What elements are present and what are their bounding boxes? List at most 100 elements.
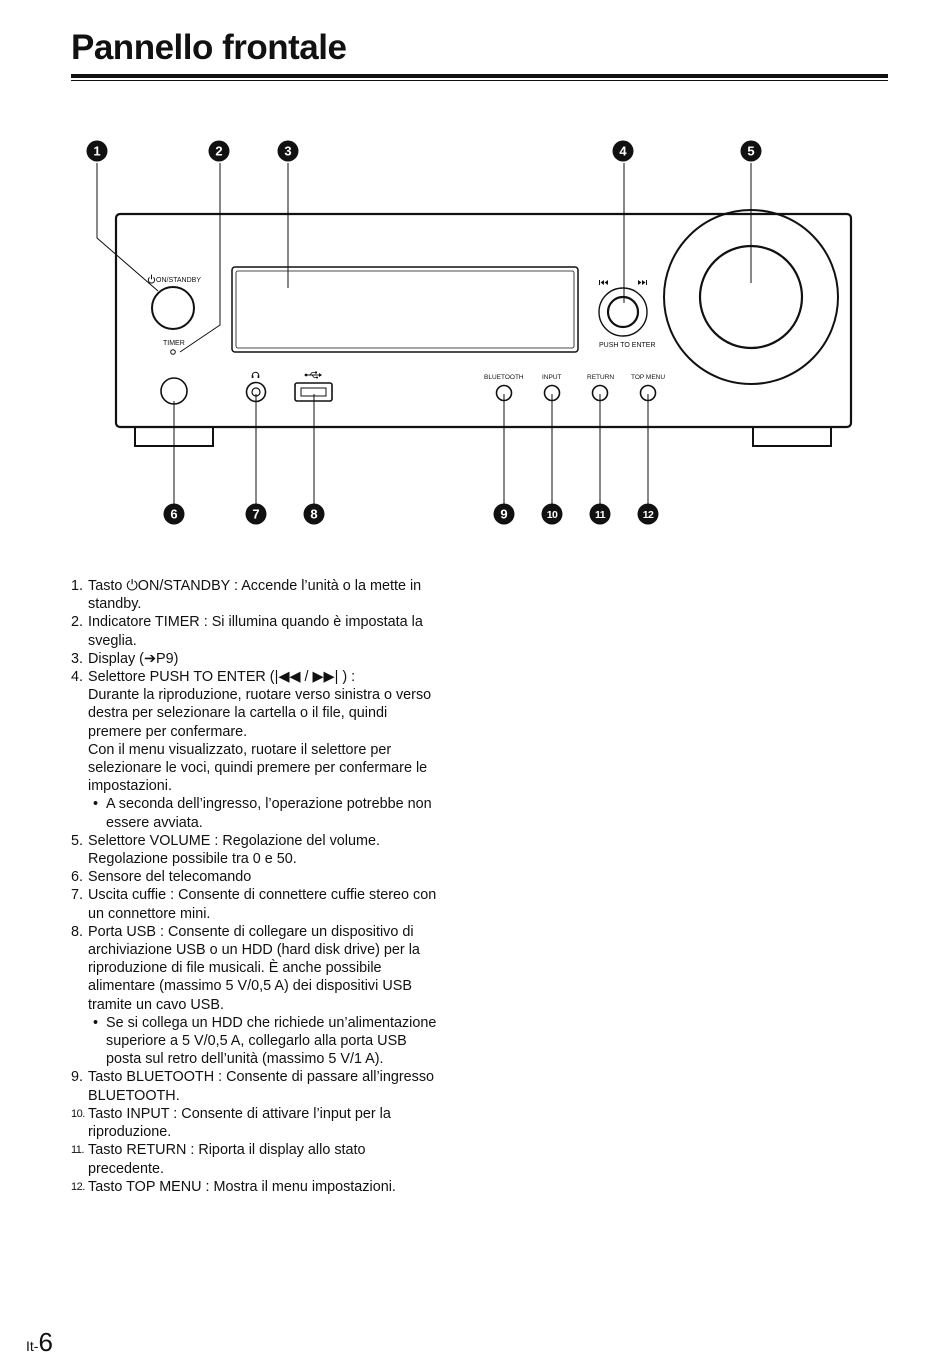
svg-text:11: 11 [595,509,606,521]
skip-back-icon [599,280,608,285]
push-to-enter-label: PUSH TO ENTER [599,342,656,349]
svg-text:3: 3 [284,144,291,159]
item-text-line: premere per confermare. [88,723,248,740]
item-note-line: A seconda dell’ingresso, l’operazione po… [106,796,432,813]
item-text-line: riproduzione. [88,1124,172,1141]
callout-8: 8 [303,503,325,525]
callout-11: 11 [589,503,611,525]
item-number: 6. [71,869,84,886]
item-text-line: Regolazione possibile tra 0 e 50. [88,851,297,868]
remote-sensor [160,377,188,405]
description-item: 4.Selettore PUSH TO ENTER (|◀◀ / ▶▶| ) :… [71,668,471,832]
item-text-line: Selettore VOLUME : Regolazione del volum… [88,832,380,849]
input-label: INPUT [542,374,562,381]
item-note-line: superiore a 5 V/0,5 A, collegarlo alla p… [106,1033,407,1050]
page-footer: It-6 [26,1327,53,1358]
page-number: 6 [38,1327,53,1357]
description-item: 12.Tasto TOP MENU : Mostra il menu impos… [71,1178,471,1196]
item-number: 8. [71,923,84,940]
item-text-line: Con il menu visualizzato, ruotare il sel… [88,741,392,758]
power-icon [147,274,156,284]
item-note-line: essere avviata. [106,814,203,831]
item-text-line: alimentare (massimo 5 V/0,5 A) dei dispo… [88,978,412,995]
callout-4: 4 [612,140,634,162]
item-text-line: destra per selezionare la cartella o il … [88,705,388,722]
callout-12: 12 [637,503,659,525]
item-text-line: Tasto INPUT : Consente di attivare l’inp… [88,1105,391,1122]
svg-text:12: 12 [643,509,654,521]
leader-lines [96,163,752,504]
headphone-icon [251,371,260,378]
item-text-line: Sensore del telecomando [88,869,252,886]
page-title: Pannello frontale [71,28,347,67]
item-text-line: selezionare le voci, quindi premere per … [88,760,428,777]
bullet-icon: • [93,1014,99,1031]
description-list: 1.Tasto ⏻ON/STANDBY : Accende l’unità o … [71,577,471,1196]
description-item: 5.Selettore VOLUME : Regolazione del vol… [71,832,471,868]
item-number: 1. [71,578,84,594]
item-text-line: standby. [88,596,142,613]
item-note: •A seconda dell’ingresso, l’operazione p… [88,795,471,831]
item-text-line: archiviazione USB o un HDD (hard disk dr… [88,942,420,959]
item-number: 3. [71,650,84,667]
on-standby-button[interactable] [151,286,195,330]
title-rule-thin [71,80,888,81]
push-to-enter-ring [598,287,648,337]
item-text-line: riproduzione di file musicali. È anche p… [88,960,382,977]
right-foot [752,426,832,447]
description-item: 9.Tasto BLUETOOTH : Consente di passare … [71,1068,471,1104]
title-rule [71,74,888,78]
svg-text:2: 2 [215,144,222,159]
svg-text:1: 1 [93,144,100,159]
display-window-inner [235,270,575,349]
item-note-line: Se si collega un HDD che richiede un’ali… [106,1014,437,1031]
on-standby-label: ON/STANDBY [156,277,201,284]
description-item: 3.Display (➔P9) [71,650,471,668]
receiver-chassis [114,212,853,429]
item-text-line: impostazioni. [88,778,172,795]
bluetooth-label: BLUETOOTH [484,374,524,381]
svg-text:9: 9 [500,507,507,522]
svg-text:10: 10 [547,509,558,521]
item-number: 11. [71,1144,84,1157]
callout-9: 9 [493,503,515,525]
item-text-line: Tasto RETURN : Riporta il display allo s… [88,1142,366,1159]
callout-7: 7 [245,503,267,525]
front-panel-diagram: ON/STANDBY TIMER PUSH TO ENTER BL [86,140,853,525]
description-item: 10.Tasto INPUT : Consente di attivare l’… [71,1105,471,1141]
description-item: 1.Tasto ⏻ON/STANDBY : Accende l’unità o … [71,577,471,613]
item-note: • Se si collega un HDD che richiede un’al… [88,1014,471,1069]
item-text-line: Porta USB : Consente di collegare un dis… [88,923,414,940]
description-item: 6.Sensore del telecomando [71,868,471,886]
push-to-enter-knob[interactable] [606,295,640,329]
callout-3: 3 [277,140,299,162]
item-number: 7. [71,887,84,904]
description-item: 11. Tasto RETURN : Riporta il display all… [71,1141,471,1177]
item-text-line: Tasto BLUETOOTH : Consente di passare al… [88,1069,435,1086]
svg-text:7: 7 [252,507,259,522]
item-text-line: Uscita cuffie : Consente di connettere c… [88,887,437,904]
item-number: 4. [71,669,84,686]
item-number: 9. [71,1069,84,1086]
page-prefix: It- [26,1338,39,1354]
item-text-line: Durante la riproduzione, ruotare verso s… [88,687,432,704]
item-text-line: Selettore PUSH TO ENTER (|◀◀ / ▶▶| ) : [88,669,356,686]
item-number: 10. [71,1107,85,1120]
skip-forward-icon [638,280,647,285]
callout-6: 6 [163,503,185,525]
item-text-line: BLUETOOTH. [88,1087,180,1104]
callout-2: 2 [208,140,230,162]
item-number: 12. [71,1180,85,1193]
description-item: 2.Indicatore TIMER : Si illumina quando … [71,613,471,649]
callout-5: 5 [740,140,762,162]
svg-text:8: 8 [310,507,317,522]
callout-10: 10 [541,503,563,525]
item-number: 2. [71,614,84,631]
display-window [231,266,579,353]
svg-text:5: 5 [747,144,754,159]
item-note-line: posta sul retro dell’unità (massimo 5 V/… [106,1051,384,1068]
callout-1: 1 [86,140,108,162]
item-text-line: sveglia. [88,632,137,649]
usb-icon [304,371,322,379]
svg-text:4: 4 [619,144,627,159]
